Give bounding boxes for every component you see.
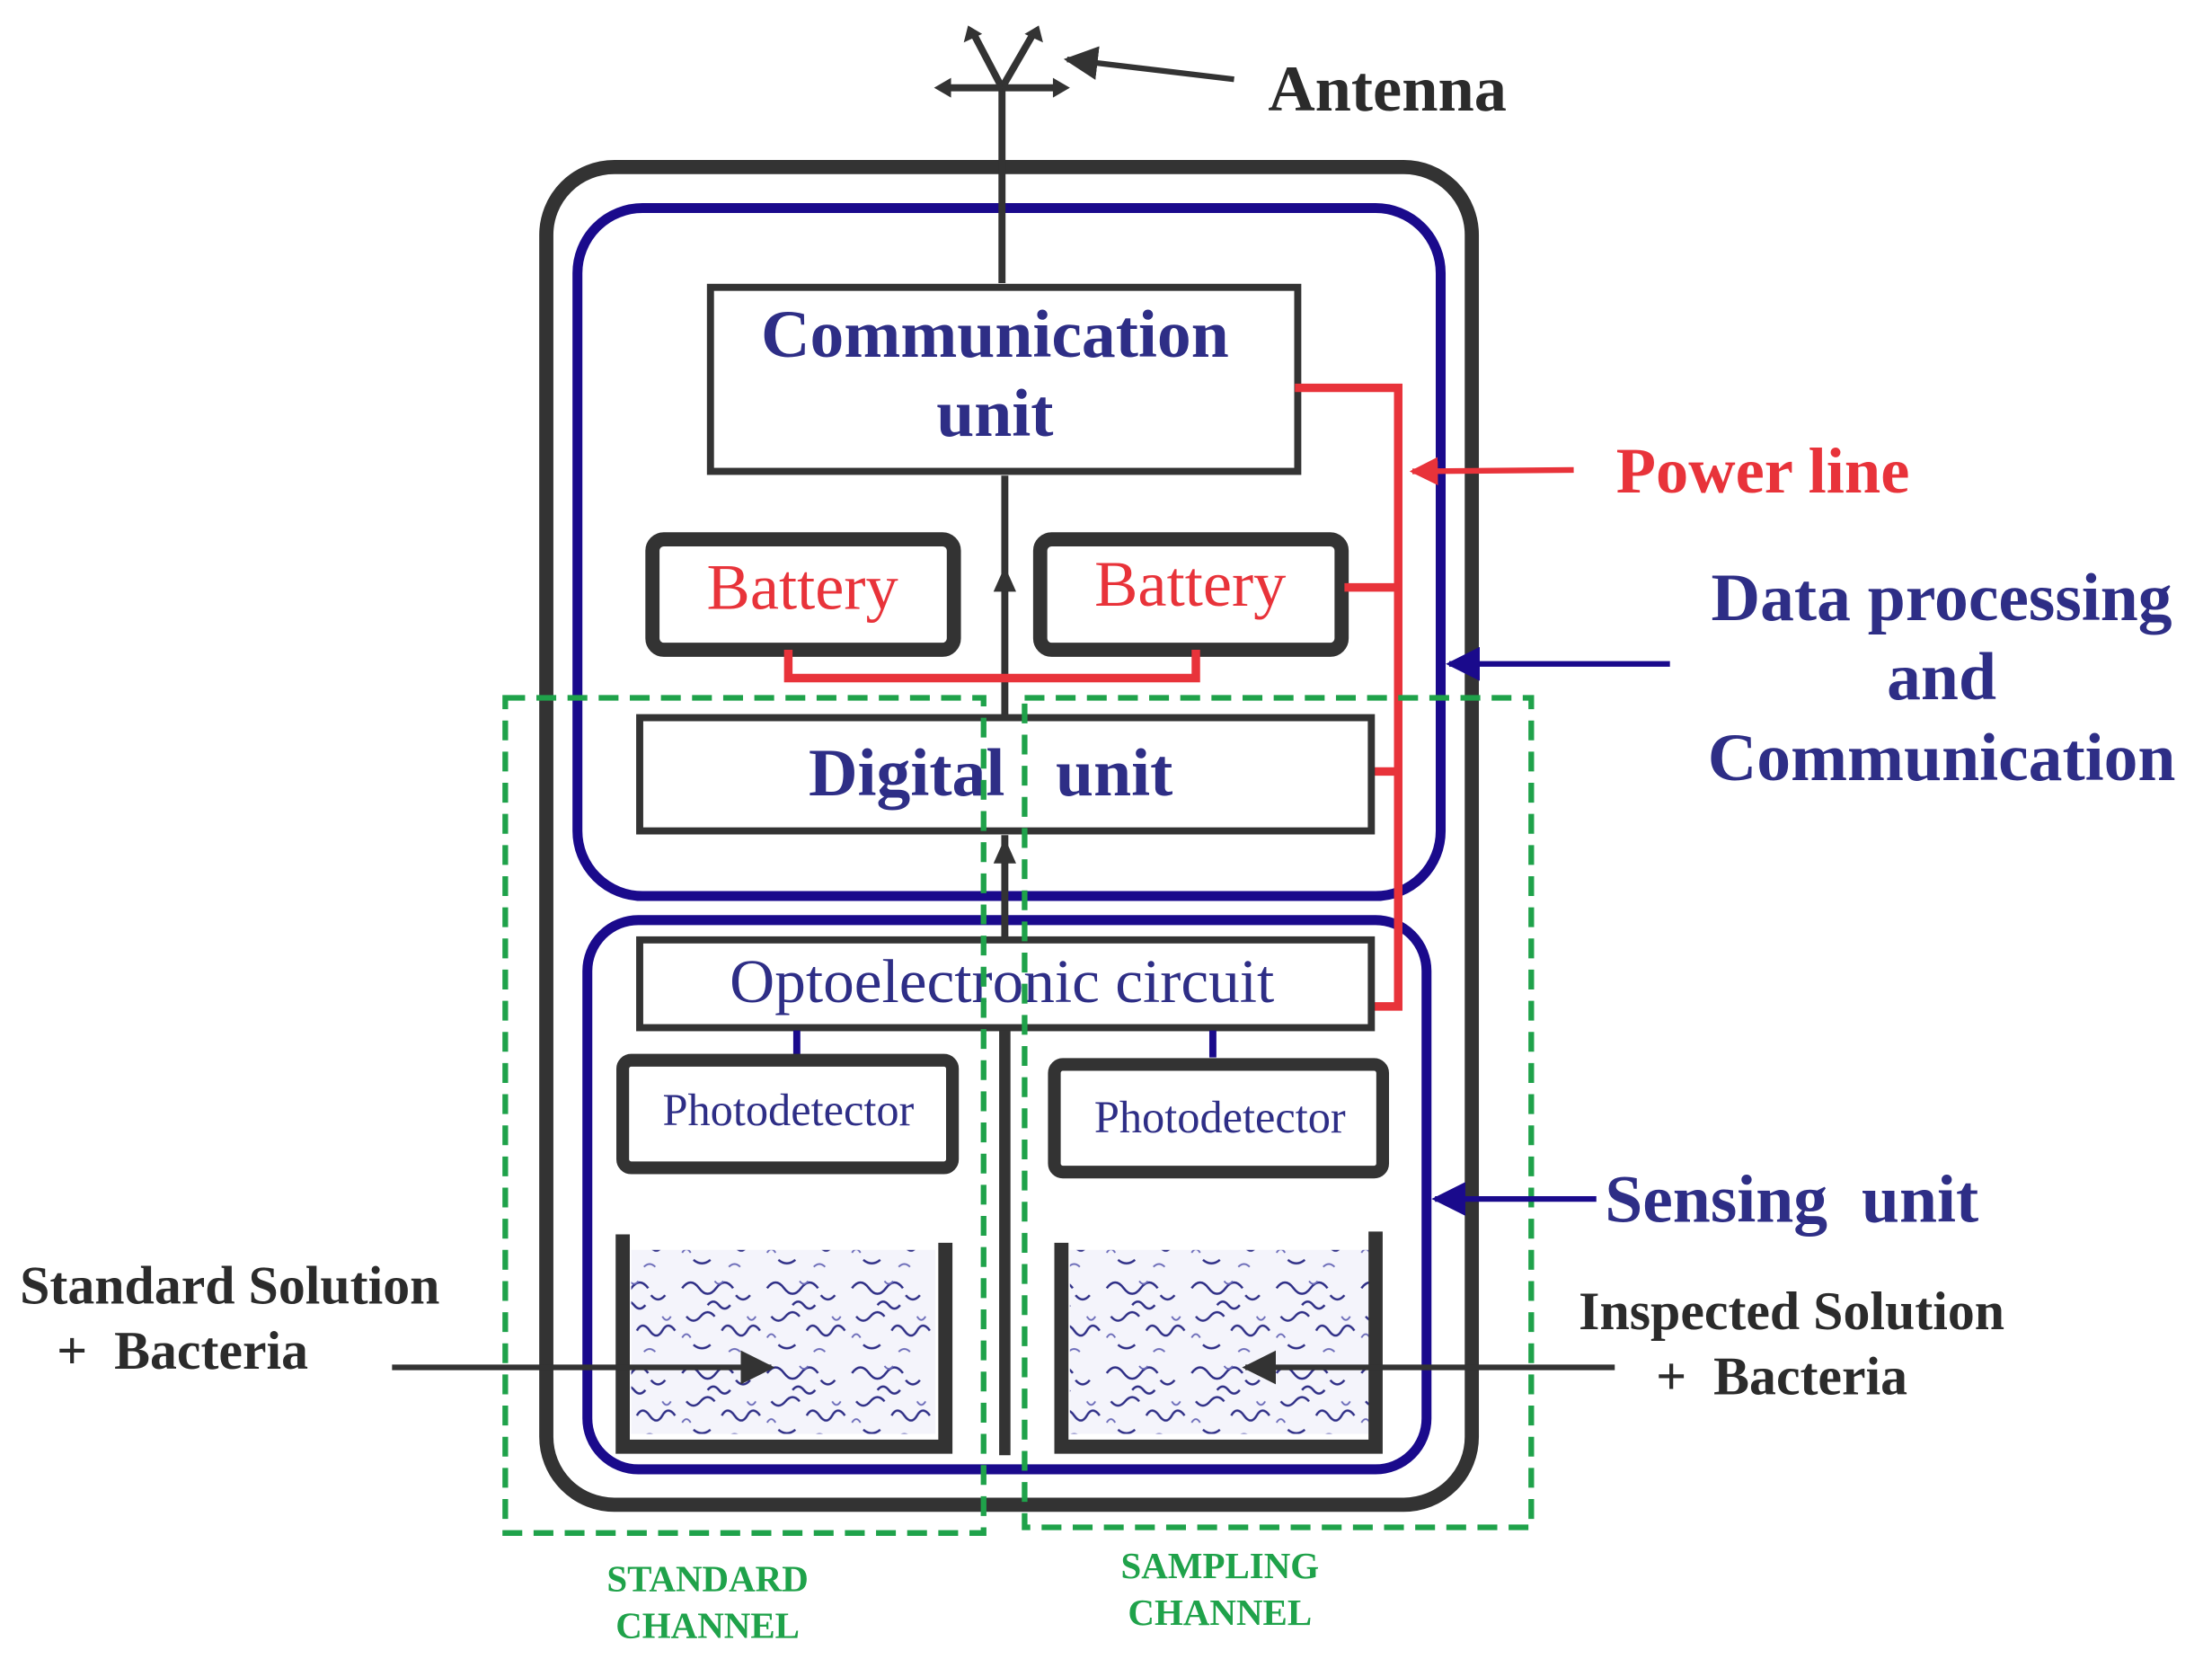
standard-solution-label-line2: + Bacteria [57, 1321, 308, 1380]
sampling-channel-label-line2: CHANNEL [1128, 1592, 1312, 1633]
outer-enclosure [539, 159, 1480, 1513]
signal-arrowhead-upper [993, 566, 1016, 592]
data-processing-label-line2: and [1887, 640, 1996, 714]
inspected-solution-container [1054, 1231, 1383, 1454]
sampling-channel-label-line1: SAMPLING [1120, 1546, 1319, 1586]
standard-channel-label-line1: STANDARD [606, 1558, 808, 1599]
signal-arrowhead-lower [993, 838, 1016, 864]
standard-channel-label-line2: CHANNEL [615, 1605, 800, 1646]
standard-solution-sample [631, 1249, 936, 1434]
sampling-channel-outline [1022, 695, 1535, 1530]
inspected-solution-label-line2: + Bacteria [1656, 1346, 1907, 1406]
photodetector-left-box [616, 1053, 960, 1175]
photodetector-left-label: Photodetector [662, 1085, 914, 1135]
data-processing-label-line1: Data processing [1712, 561, 2172, 635]
battery-interconnect-line [783, 649, 1200, 683]
standard-solution-label-line1: Standard Solution [20, 1256, 439, 1316]
communication-unit-label-line1: Communication [761, 297, 1229, 372]
antenna-pointer-arrow [1063, 46, 1234, 83]
battery-left-label: Battery [707, 550, 898, 623]
communication-unit-label-line2: unit [936, 377, 1053, 451]
antenna-icon [933, 25, 1070, 284]
communication-unit-box [706, 283, 1302, 475]
inspected-solution-sample [1069, 1249, 1370, 1434]
digital-unit-box [636, 714, 1376, 835]
photodetector-right-box [1048, 1058, 1390, 1179]
antenna-label: Antenna [1268, 52, 1507, 125]
digital-unit-label: Digital unit [809, 736, 1172, 811]
sensing-unit-label: Sensing unit [1605, 1162, 1978, 1237]
inspected-solution-label-line1: Inspected Solution [1579, 1282, 2004, 1341]
power-line-pointer-arrow [1409, 457, 1574, 486]
data-processing-boundary [572, 203, 1447, 901]
battery-right-box [1032, 532, 1349, 657]
data-processing-label-line3: Communication [1708, 721, 2176, 795]
standard-solution-container [615, 1234, 953, 1454]
optoelectronic-circuit-box [636, 936, 1376, 1032]
power-line-label: Power line [1616, 434, 1910, 507]
optoelectronic-circuit-label: Optoelectronic circuit [730, 946, 1274, 1016]
battery-left-box [645, 532, 961, 657]
battery-right-label: Battery [1094, 547, 1286, 620]
photodetector-right-label: Photodetector [1094, 1092, 1346, 1142]
